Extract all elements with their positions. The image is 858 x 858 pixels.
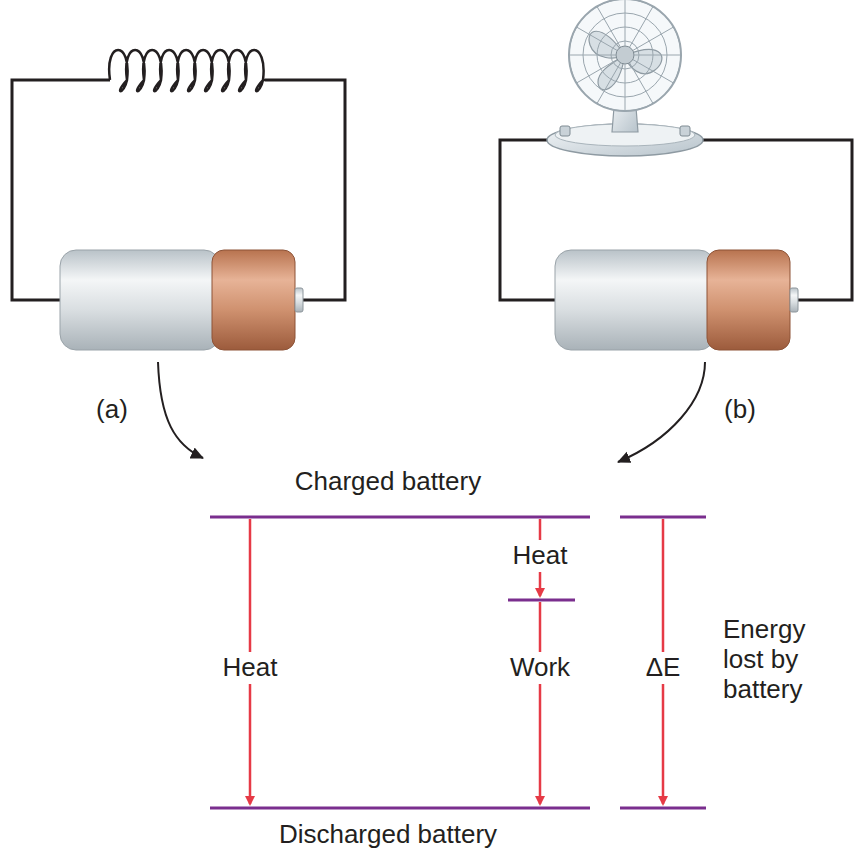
panel-label: (a) bbox=[93, 394, 131, 426]
energy-label: Heat bbox=[510, 540, 571, 572]
pointer-arrow bbox=[618, 362, 705, 462]
battery bbox=[555, 250, 798, 350]
battery bbox=[60, 250, 303, 350]
energy-label: Energy lost by battery bbox=[720, 614, 846, 706]
energy-label: Heat bbox=[220, 652, 281, 684]
energy-label: ΔE bbox=[643, 652, 684, 684]
level-label: Charged battery bbox=[292, 466, 484, 498]
panel-label: (b) bbox=[721, 394, 759, 426]
level-label: Discharged battery bbox=[276, 819, 500, 851]
energy-level bbox=[210, 517, 706, 808]
energy-label: Work bbox=[507, 652, 573, 684]
pointer-arrow bbox=[158, 362, 203, 458]
heating-coil bbox=[109, 50, 265, 91]
fan bbox=[547, 0, 703, 156]
energy-arrow bbox=[250, 519, 663, 804]
